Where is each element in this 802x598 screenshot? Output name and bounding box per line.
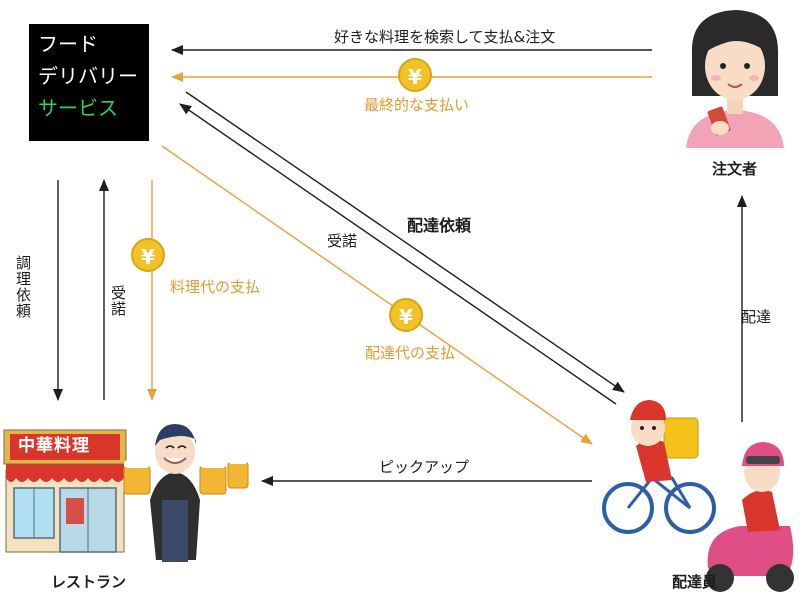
yen-coin-icon: ¥ [389, 298, 423, 332]
arrow-delivery-fee [161, 145, 593, 445]
flow-label-accept-restaurant: 受諾 [109, 285, 127, 317]
flow-label-pickup: ピックアップ [379, 458, 470, 476]
flow-label-food-cost: 料理代の支払 [170, 278, 261, 296]
scooter-courier-illustration [706, 442, 794, 592]
flow-label-delivery-fee: 配達代の支払 [365, 344, 456, 362]
flow-label-delivery-request: 配達依頼 [407, 216, 472, 235]
actor-label-delivery-person: 配達員 [672, 573, 718, 591]
yen-coin-icon: ¥ [398, 58, 432, 92]
restaurant-staff-illustration [123, 424, 249, 562]
flow-label-search-order: 好きな料理を検索して支払&注文 [334, 28, 556, 46]
flow-label-final-payment: 最終的な支払い [364, 96, 470, 114]
arrow-accept-delivery [179, 103, 617, 405]
service-line-2: デリバリー [38, 64, 138, 88]
arrow-delivery-request [185, 91, 625, 393]
restaurant-building-illustration [3, 429, 127, 553]
flow-label-cooking-request: 調理依頼 [14, 255, 32, 319]
flow-label-delivery: 配達 [741, 308, 772, 326]
actor-label-restaurant: レストラン [51, 573, 127, 591]
yen-coin-icon: ¥ [131, 238, 165, 272]
orderer-illustration [686, 10, 784, 148]
actor-label-orderer: 注文者 [712, 160, 758, 178]
food-delivery-service-box: フード デリバリー サービス [29, 24, 149, 141]
service-line-1: フード [38, 32, 98, 56]
restaurant-sign: 中華料理 [18, 436, 90, 456]
bicycle-courier-illustration [602, 400, 716, 534]
service-line-3: サービス [38, 96, 118, 120]
flow-label-accept-delivery: 受諾 [327, 232, 358, 250]
